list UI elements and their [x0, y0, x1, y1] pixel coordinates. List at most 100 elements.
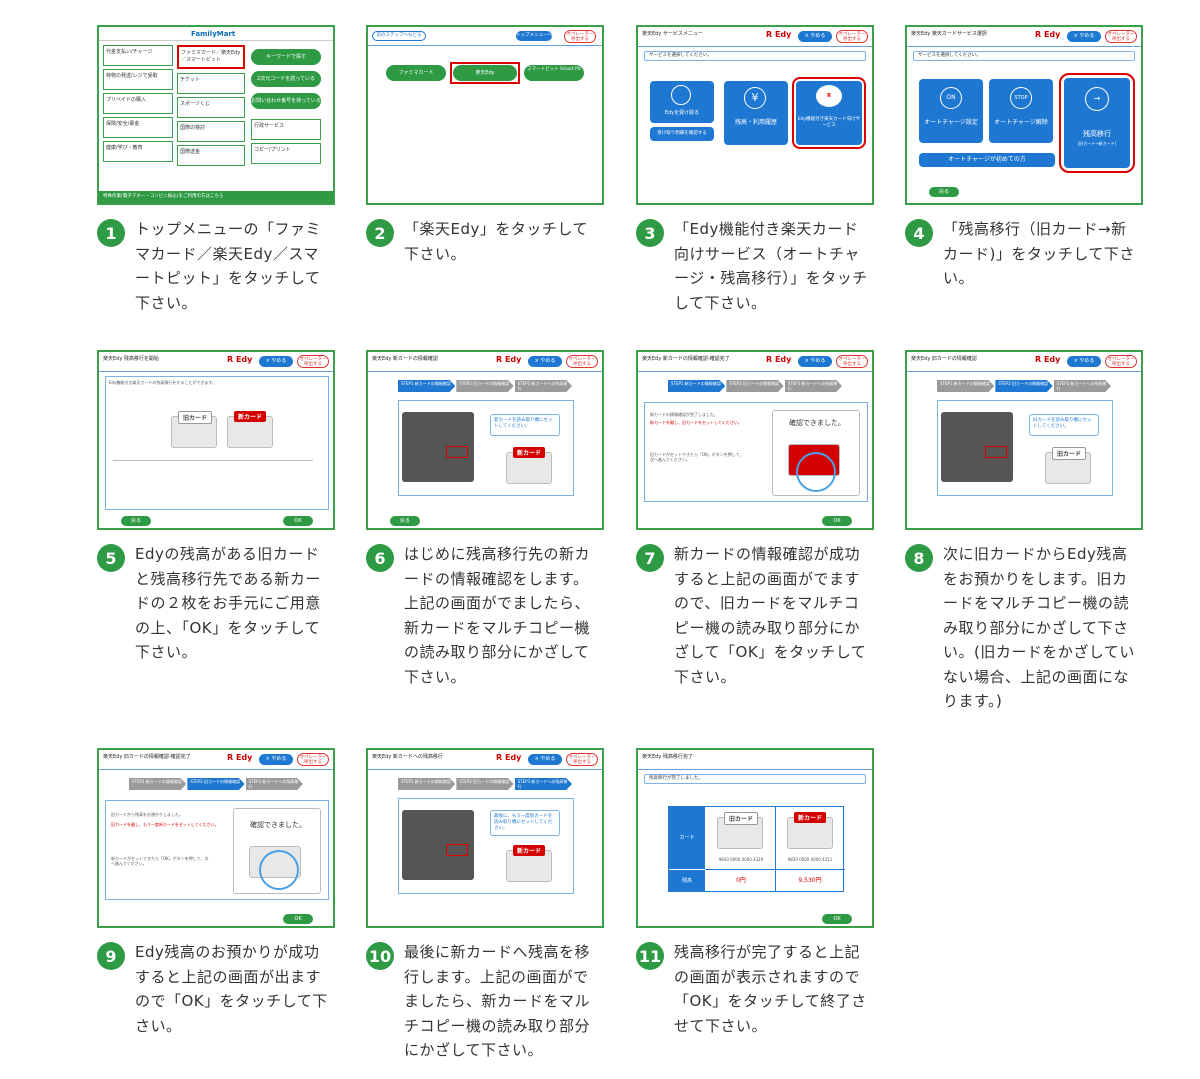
- cancel-button[interactable]: × やめる: [259, 754, 293, 765]
- menu-item-sports[interactable]: スポーツくじ: [177, 97, 245, 118]
- rakuten-edy-logo: R Edy: [766, 355, 792, 364]
- screen-header: 楽天Edy 新カードへの残高移行: [368, 750, 602, 770]
- screenshot-top-menu: FamilyMart 代金支払い/チャージ 荷物の発送/レジで受取 プリペイドの…: [97, 25, 335, 205]
- ok-button[interactable]: OK: [283, 516, 313, 526]
- operator-call-button[interactable]: オペレーター呼出する: [1105, 355, 1137, 368]
- screen-header: 楽天Edy 新カードの情報確認-確認完了: [638, 352, 872, 372]
- menu-item-education[interactable]: 健康/学び・教育: [103, 141, 173, 162]
- step-number: 2: [366, 219, 394, 247]
- ok-button[interactable]: OK: [822, 914, 852, 924]
- operator-call-button[interactable]: オペレーター呼出する: [564, 30, 596, 43]
- ok-button[interactable]: OK: [283, 914, 313, 924]
- operator-call-button[interactable]: オペレーター呼出する: [566, 753, 598, 766]
- qr-code-button[interactable]: 2次元コードを読っている: [251, 71, 321, 87]
- row-label-balance: 残高: [669, 869, 705, 891]
- step-number: 7: [636, 544, 664, 572]
- operator-call-button[interactable]: オペレーター呼出する: [566, 355, 598, 368]
- instruction-bubble: 最後に、もう一度新カードを読み取り機にセットしてください。: [490, 810, 560, 836]
- step-number: 4: [905, 219, 933, 247]
- warning-text: 新カードを離し、旧カードをセットしてください。: [650, 420, 742, 425]
- operator-call-button[interactable]: オペレーター呼出する: [1105, 30, 1137, 43]
- cancel-button[interactable]: × やめる: [528, 356, 562, 367]
- menu-item-parcel[interactable]: 荷物の発送/レジで受取: [103, 69, 173, 90]
- menu-item-famima-edy-highlight[interactable]: ファミマカード／楽天Edy／スマートピット: [177, 45, 245, 69]
- menu-item-remit[interactable]: 国際送金: [177, 145, 245, 166]
- step-number: 3: [636, 219, 664, 247]
- cancel-button[interactable]: × やめる: [528, 754, 562, 765]
- screenshot-service-select: 前のステップへもどる トップメニューへ オペレーター呼出する ファミマカード 楽…: [366, 25, 604, 205]
- menu-item-gov[interactable]: 行政サービス: [251, 119, 321, 140]
- receive-detail-button[interactable]: 受け取り明細を確認する: [650, 127, 714, 141]
- scan-circle-icon: [259, 850, 299, 890]
- step-number: 8: [905, 544, 933, 572]
- step-caption: Edy残高のお預かりが成功すると上記の画面が出ますので「OK」をタッチして下さい…: [135, 943, 328, 1035]
- instruction-bubble: 旧カードを読み取り機にセットしてください。: [1029, 414, 1099, 436]
- operator-call-button[interactable]: オペレーター呼出する: [836, 30, 868, 43]
- yen-icon: ¥: [744, 87, 766, 109]
- screen-header: 楽天Edy 旧カードの情報確認: [907, 352, 1141, 372]
- ok-button[interactable]: OK: [822, 516, 852, 526]
- confirm-text: 旧カードから残高をお預かりしました。: [111, 812, 183, 817]
- confirm-box: [233, 808, 321, 894]
- menu-right-col: キーワードで探す 2次元コードを読っている お問い合わせ番号を持っている 行政サ…: [251, 49, 321, 164]
- operator-call-button[interactable]: オペレーター呼出する: [297, 753, 329, 766]
- smart-pit-button[interactable]: スマートピット Smart Pit: [524, 65, 584, 81]
- menu-item-copy[interactable]: コピー/プリント: [251, 143, 321, 164]
- operator-call-button[interactable]: オペレーター呼出する: [836, 355, 868, 368]
- menu-item-payment[interactable]: 代金支払い/チャージ: [103, 45, 173, 66]
- menu-item-ticket[interactable]: チケット: [177, 73, 245, 94]
- step-caption: 残高移行が完了すると上記の画面が表示されますので「OK」をタッチして終了させて下…: [674, 943, 867, 1035]
- old-card-balance: 0円: [736, 877, 746, 884]
- cancel-button[interactable]: × やめる: [1067, 31, 1101, 42]
- back-button[interactable]: 戻る: [121, 516, 151, 526]
- cancel-button[interactable]: × やめる: [798, 31, 832, 42]
- screenshot-transfer-complete: 楽天Edy 残高移行完了 残高移行が完了しました。 カード 残高 旧カード 新カ…: [636, 748, 874, 928]
- top-menu-button[interactable]: トップメニューへ: [516, 31, 552, 41]
- step-caption: 次に旧カードからEdy残高をお預かりをします。旧カードをマルチコピー機の読み取り…: [943, 545, 1135, 710]
- back-step-button[interactable]: 前のステップへもどる: [372, 31, 426, 41]
- new-card-image: 新カード: [506, 845, 552, 882]
- famima-card-button[interactable]: ファミマカード: [386, 65, 446, 81]
- auto-charge-set-button[interactable]: オートチャージ設定: [919, 79, 983, 143]
- keyword-search-button[interactable]: キーワードで探す: [251, 49, 321, 65]
- operator-call-button[interactable]: オペレーター呼出する: [297, 355, 329, 368]
- instruction-bar: サービスを選択してください。: [644, 51, 866, 61]
- step-number: 6: [366, 544, 394, 572]
- screen-header: 楽天Edy 新カードの情報確認: [368, 352, 602, 372]
- step-number: 9: [97, 942, 125, 970]
- step-9: 楽天Edy 旧カードの情報確認-確認完了 R Edy × やめる オペレーター呼…: [97, 748, 337, 1038]
- menu-item-intl[interactable]: 国際の検討: [177, 121, 245, 142]
- reader-highlight: [985, 446, 1007, 458]
- step-caption: 「残高移行（旧カード→新カード)」をタッチして下さい。: [943, 220, 1135, 287]
- step-10: 楽天Edy 新カードへの残高移行 R Edy × やめる オペレーター呼出する …: [366, 748, 606, 1063]
- footer-bar: 特殊作業(電子マネー・コンビニ振込)をご利用の方はこちら: [99, 191, 333, 203]
- new-card-image: 新カード: [787, 812, 833, 849]
- rakuten-edy-button[interactable]: 楽天Edy: [453, 65, 517, 81]
- back-button[interactable]: 戻る: [390, 516, 420, 526]
- cancel-button[interactable]: × やめる: [1067, 356, 1101, 367]
- cancel-button[interactable]: × やめる: [259, 356, 293, 367]
- menu-mid-col: チケット スポーツくじ 国際の検討 国際送金: [177, 73, 245, 166]
- menu-item-prepaid[interactable]: プリペイドの購入: [103, 93, 173, 114]
- step-caption: 「Edy機能付き楽天カード向けサービス（オートチャージ・残高移行）」をタッチして…: [674, 220, 868, 312]
- menu-item-insurance[interactable]: 保険/安全/募金: [103, 117, 173, 138]
- rakuten-edy-logo: R Edy: [496, 355, 522, 364]
- result-table: カード 残高 旧カード 新カード 9830 0000 0000 4329 983…: [668, 806, 845, 892]
- new-card-number: 9830 0000 0000 4311: [787, 857, 833, 862]
- auto-charge-first-button[interactable]: オートチャージが初めての方: [919, 153, 1055, 167]
- rakuten-edy-logo: R Edy: [496, 753, 522, 762]
- step-caption: Edyの残高がある旧カードと残高移行先である新カードの２枚をお手元にご用意の上、…: [135, 545, 321, 661]
- inquiry-number-button[interactable]: お問い合わせ番号を持っている: [251, 93, 321, 109]
- menu-left-col: 代金支払い/チャージ 荷物の発送/レジで受取 プリペイドの購入 保険/安全/募金…: [103, 45, 173, 162]
- back-button[interactable]: 戻る: [929, 187, 959, 197]
- balance-transfer-button[interactable]: 残高移行(旧カード→新カード): [1064, 78, 1130, 168]
- cancel-button[interactable]: × やめる: [798, 356, 832, 367]
- confirmed-label: 確認できました。: [789, 419, 845, 427]
- intro-text: Edy機能付き楽天カードの残高移行をすることができます。: [109, 380, 217, 385]
- rakuten-edy-logo: R Edy: [227, 753, 253, 762]
- screen-header: 楽天Edy 残高移行完了: [638, 750, 872, 770]
- scan-circle-icon: [796, 452, 836, 492]
